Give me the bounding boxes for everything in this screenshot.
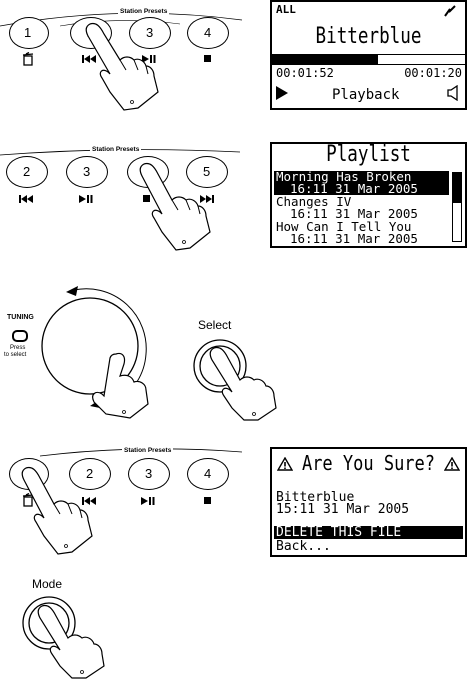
preset-button-1[interactable]: 1 (9, 17, 49, 49)
stop-icon (143, 195, 150, 202)
preset-number: 2 (86, 466, 94, 481)
select-label: Select (198, 318, 232, 332)
play-icon (276, 86, 288, 100)
preset-button-3[interactable]: 3 (129, 17, 171, 49)
pointing-hand-icon (37, 604, 105, 679)
playlist-item-name: Changes IV (276, 194, 352, 209)
preset-number: 5 (203, 164, 211, 179)
play-pause-icon (79, 195, 93, 203)
preset-button-4[interactable]: 4 (187, 458, 229, 490)
file-date: 15:11 31 Mar 2005 (276, 502, 410, 517)
playlist-item-date: 16:11 31 Mar 2005 (290, 206, 418, 221)
preset-button-3[interactable]: 3 (128, 458, 170, 490)
progress-bar-fill (272, 55, 379, 64)
lcd-track-title: Bitterblue (315, 24, 422, 49)
preset-button-4[interactable]: 4 (187, 17, 229, 49)
station-presets-label: Station Presets (122, 447, 174, 454)
delete-file-option[interactable]: DELETE THIS FILE (274, 526, 463, 539)
lcd-playlist-screen: Playlist Morning Has Broken 16:11 31 Mar… (270, 142, 467, 248)
preset-number: 3 (146, 25, 154, 40)
pointing-hand-icon (209, 346, 277, 421)
stop-icon (204, 497, 211, 504)
tuning-button-icon (12, 330, 28, 342)
to-select-label: to select (4, 352, 27, 358)
tuning-label: TUNING (7, 314, 34, 321)
skip-back-icon (82, 497, 96, 505)
playlist-item-date: 16:11 31 Mar 2005 (274, 182, 449, 195)
signal-icon (444, 5, 456, 17)
playlist-item-selected[interactable]: Morning Has Broken 16:11 31 Mar 2005 (274, 170, 449, 195)
progress-bar (272, 54, 465, 65)
playlist-item[interactable]: How Can I Tell You 16:11 31 Mar 2005 (274, 219, 449, 246)
playlist-item[interactable]: Changes IV 16:11 31 Mar 2005 (274, 194, 449, 221)
preset-number: 4 (204, 25, 212, 40)
preset-number: 2 (23, 164, 31, 179)
row4-preset-panel: Station Presets (0, 440, 250, 470)
play-pause-icon (141, 497, 155, 505)
warning-icon (444, 457, 460, 471)
station-presets-label: Station Presets (118, 8, 170, 15)
lcd-playback-screen: ALL Bitterblue 00:01:52 00:01:20 Playbac… (270, 0, 467, 110)
preset-button-2[interactable]: 2 (69, 458, 111, 490)
preset-button-3[interactable]: 3 (66, 156, 108, 188)
pointing-hand-icon (139, 162, 211, 251)
lcd-confirm-screen: Are You Sure? Bitterblue 15:11 31 Mar 20… (270, 447, 467, 557)
playlist-item-name: How Can I Tell You (276, 219, 412, 234)
scrollbar-thumb[interactable] (453, 173, 461, 203)
scrollbar[interactable] (452, 172, 462, 242)
preset-number: 4 (204, 466, 212, 481)
pointing-hand-icon (21, 466, 93, 555)
station-presets-label: Station Presets (90, 146, 142, 153)
preset-number: 3 (145, 466, 153, 481)
mode-label: Mode (32, 577, 63, 591)
row2-preset-panel: Station Presets (0, 140, 250, 170)
playlist-item-date: 16:11 31 Mar 2005 (290, 231, 418, 246)
back-option[interactable]: Back... (276, 539, 331, 554)
playlist-item-name: Morning Has Broken (274, 170, 449, 183)
file-name: Bitterblue (276, 490, 355, 505)
confirm-title: Are You Sure? (301, 451, 436, 475)
press-label: Press (10, 345, 26, 351)
lcd-top-left-text: ALL (276, 3, 296, 16)
skip-back-icon (82, 55, 96, 63)
skip-forward-icon (200, 195, 214, 203)
preset-button-5[interactable]: 5 (186, 156, 228, 188)
preset-button-2[interactable]: 2 (6, 156, 48, 188)
rotating-hand-icon (92, 352, 149, 419)
warning-icon (277, 457, 293, 471)
preset-number: 1 (24, 25, 32, 40)
elapsed-time: 00:01:52 (276, 66, 334, 80)
preset-number: 3 (83, 164, 91, 179)
skip-back-icon (19, 195, 33, 203)
mode-text: Playback (332, 87, 400, 103)
speaker-icon (447, 85, 458, 101)
playlist-title: Playlist (326, 142, 411, 167)
stop-icon (204, 55, 211, 62)
play-pause-icon (142, 55, 156, 63)
pointing-hand-icon (85, 22, 159, 111)
remaining-time: 00:01:20 (404, 66, 462, 80)
trash-icon (22, 52, 34, 66)
